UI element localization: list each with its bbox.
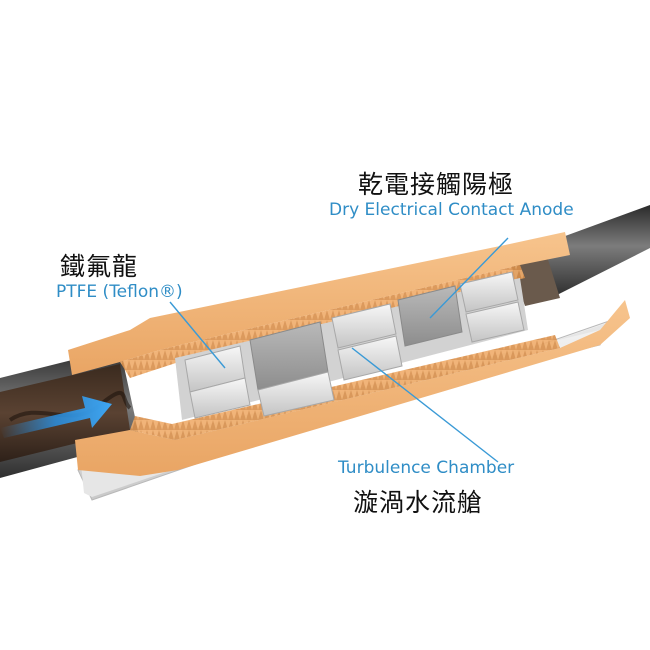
leader-line-ptfe — [169, 301, 226, 369]
housing-wall-bottom — [75, 300, 630, 476]
leader-line-anode — [429, 237, 509, 319]
chamber-label-en: Turbulence Chamber — [338, 458, 515, 478]
ptfe-label-zh: 鐵氟龍 — [60, 252, 139, 281]
flow-arrow — [0, 396, 112, 438]
leader-line-chamber — [351, 347, 499, 463]
chamber-label-zh: 漩渦水流艙 — [353, 488, 484, 517]
anode-label-en: Dry Electrical Contact Anode — [329, 200, 574, 220]
anode-label-zh: 乾電接觸陽極 — [358, 170, 515, 199]
ptfe-label-en: PTFE (Teflon®) — [56, 282, 183, 302]
chamber-blocks — [184, 271, 525, 419]
